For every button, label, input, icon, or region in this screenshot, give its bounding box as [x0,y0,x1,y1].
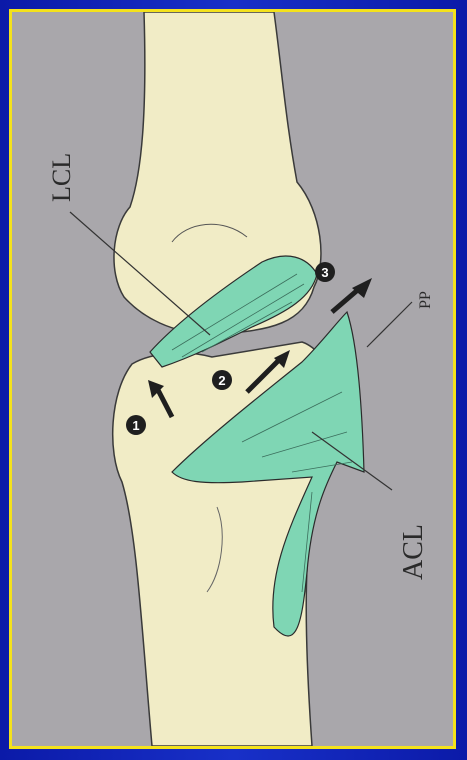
marker-2-number: 2 [218,373,225,388]
marker-1: 1 [126,415,146,435]
pp-label: PP [417,291,434,309]
arrow-3 [332,278,372,312]
marker-3-number: 3 [321,265,328,280]
knee-ligament-diagram: 1 2 3 LCL PP ACL [12,12,453,746]
marker-3: 3 [315,262,335,282]
pp-leader-line [367,302,412,347]
marker-1-number: 1 [132,418,139,433]
slide-frame: 1 2 3 LCL PP ACL [9,9,456,749]
acl-label: ACL [398,524,429,580]
lcl-label: LCL [47,153,76,202]
marker-2: 2 [212,370,232,390]
